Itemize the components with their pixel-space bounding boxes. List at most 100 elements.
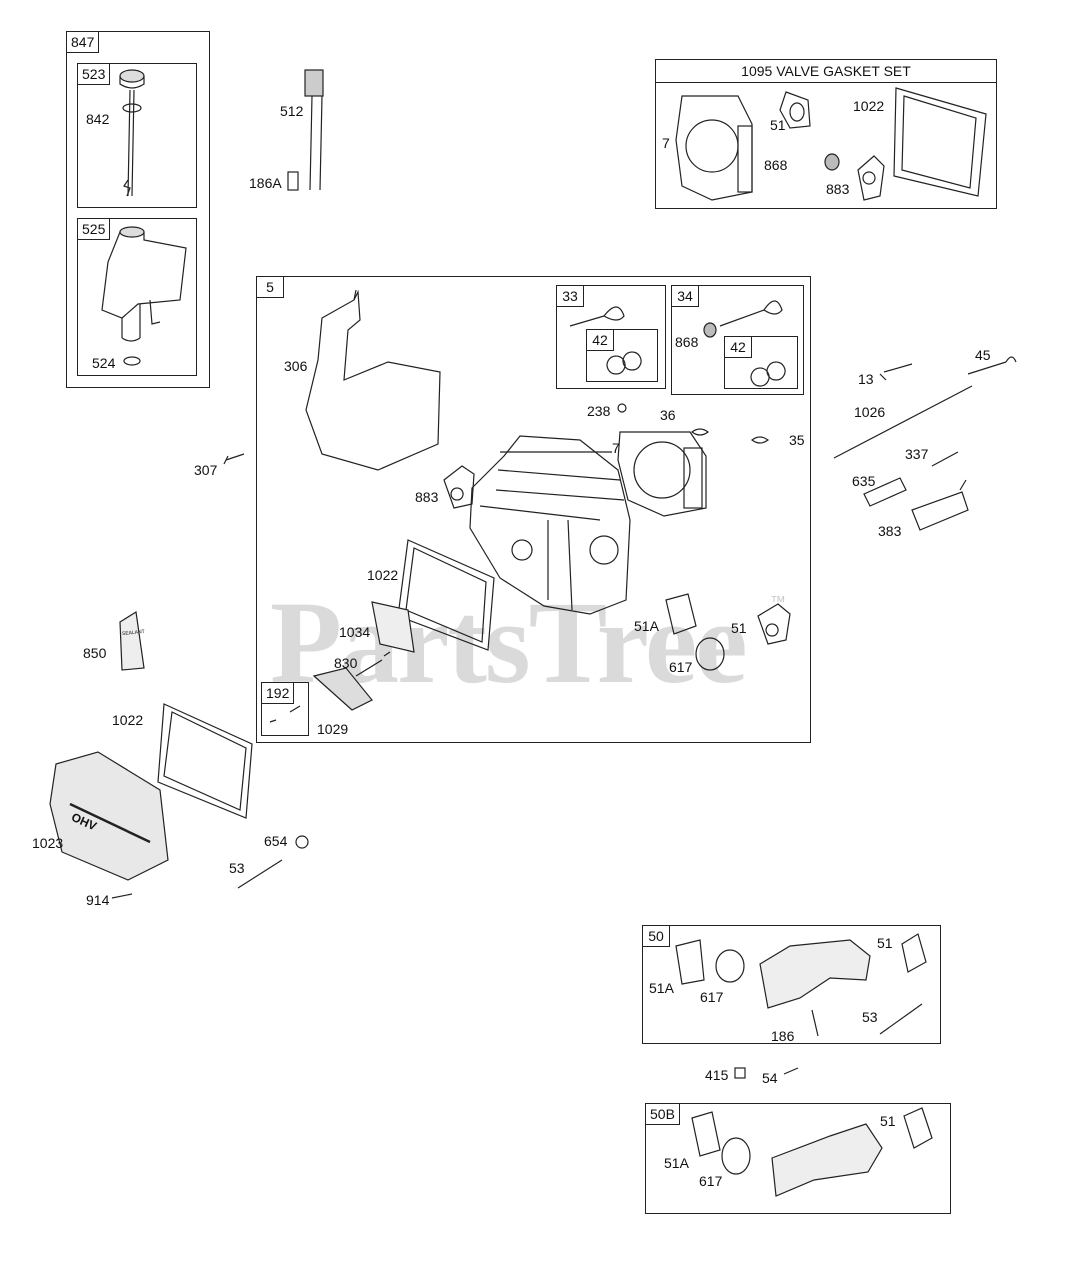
callout-7[interactable]: 7 — [612, 440, 620, 456]
group-50b-box: 50B — [645, 1103, 951, 1214]
callout-914[interactable]: 914 — [86, 892, 110, 908]
callout-g50-617[interactable]: 617 — [700, 989, 724, 1005]
valve-keepers-part-a — [606, 351, 642, 375]
group-847-tag[interactable]: 847 — [66, 31, 100, 53]
callout-238[interactable]: 238 — [587, 403, 611, 419]
group-33-tag[interactable]: 33 — [556, 285, 584, 307]
callout-gasket-set-7[interactable]: 7 — [662, 135, 670, 151]
head-gasket-part — [617, 431, 707, 517]
callout-1022-cover[interactable]: 1022 — [112, 712, 144, 728]
bolt-13-part — [879, 363, 913, 381]
valve-seal-part — [703, 322, 717, 338]
group-847-box: 847 — [66, 31, 210, 388]
sealant-tube-part — [119, 611, 145, 671]
callout-337[interactable]: 337 — [905, 446, 929, 462]
callout-g50b-51[interactable]: 51 — [880, 1113, 896, 1129]
group-50-box: 50 — [642, 925, 941, 1044]
callout-g50b-51a[interactable]: 51A — [664, 1155, 689, 1171]
callout-gasket-set-51[interactable]: 51 — [770, 117, 786, 133]
rocker-gasket-part — [397, 539, 495, 651]
callout-gasket-set-1022[interactable]: 1022 — [853, 98, 885, 114]
callout-g50-51a[interactable]: 51A — [649, 980, 674, 996]
rocker-arm-part — [312, 667, 373, 711]
valve-cover-gasket-part — [157, 703, 253, 819]
callout-35[interactable]: 35 — [789, 432, 805, 448]
gasket-set-parts — [675, 87, 987, 201]
callout-1034[interactable]: 1034 — [339, 624, 371, 640]
breather-plate-part — [371, 601, 415, 653]
push-rod-guide-45-part — [967, 356, 1017, 375]
callout-415[interactable]: 415 — [705, 1067, 729, 1083]
callout-gasket-set-868[interactable]: 868 — [764, 157, 788, 173]
callout-383[interactable]: 383 — [878, 523, 902, 539]
callout-635[interactable]: 635 — [852, 473, 876, 489]
group-42b-box: 42 — [724, 336, 798, 389]
oil-fill-tube-part — [101, 226, 187, 366]
g50b-gasket-51a-part — [691, 1111, 721, 1157]
callout-850[interactable]: 850 — [83, 645, 107, 661]
g50-stud-53-part — [879, 1003, 923, 1035]
callout-654[interactable]: 654 — [264, 833, 288, 849]
group-525-box: 525 — [77, 218, 197, 376]
group-50b-tag[interactable]: 50B — [645, 1103, 680, 1125]
nut-415-part — [734, 1067, 746, 1079]
callout-gasket-set-883[interactable]: 883 — [826, 181, 850, 197]
callout-54[interactable]: 54 — [762, 1070, 778, 1086]
group-523-tag[interactable]: 523 — [77, 63, 111, 85]
group-42a-tag[interactable]: 42 — [586, 329, 614, 351]
group-525-tag[interactable]: 525 — [77, 218, 111, 240]
group-34-tag[interactable]: 34 — [671, 285, 699, 307]
valve-springs-part — [617, 403, 770, 444]
callout-g50-53[interactable]: 53 — [862, 1009, 878, 1025]
spark-plug-337-part — [931, 451, 959, 467]
callout-g50-186[interactable]: 186 — [771, 1028, 795, 1044]
callout-306[interactable]: 306 — [284, 358, 308, 374]
callout-51[interactable]: 51 — [731, 620, 747, 636]
valve-cover-part — [49, 751, 169, 881]
callout-512[interactable]: 512 — [280, 103, 304, 119]
gasket-51-part — [757, 603, 791, 645]
callout-1026[interactable]: 1026 — [854, 404, 886, 420]
callout-524[interactable]: 524 — [92, 355, 116, 371]
nut-654-part — [295, 835, 309, 849]
g50-gasket-51a-part — [675, 939, 705, 985]
screw-set-part — [269, 705, 301, 723]
bolt-307-part — [223, 453, 245, 465]
breather-tube-part — [287, 69, 324, 191]
callout-1023[interactable]: 1023 — [32, 835, 64, 851]
g50-gasket-51-part — [901, 933, 927, 973]
callout-1029[interactable]: 1029 — [317, 721, 349, 737]
cylinder-head-part — [469, 435, 631, 615]
valve-gasket-set-title: 1095 VALVE GASKET SET — [656, 60, 996, 83]
callout-51a[interactable]: 51A — [634, 618, 659, 634]
callout-617[interactable]: 617 — [669, 659, 693, 675]
valve-cover-logo-band — [69, 802, 151, 844]
callout-53[interactable]: 53 — [229, 860, 245, 876]
group-192-tag[interactable]: 192 — [261, 682, 295, 704]
callout-13[interactable]: 13 — [858, 371, 874, 387]
group-34-box: 34 — [671, 285, 804, 395]
group-42b-tag[interactable]: 42 — [724, 336, 752, 358]
valve-gasket-set-box: 1095 VALVE GASKET SET — [655, 59, 997, 209]
callout-307[interactable]: 307 — [194, 462, 218, 478]
fitting-186-part — [811, 1009, 819, 1037]
callout-868[interactable]: 868 — [675, 334, 699, 350]
callout-186a[interactable]: 186A — [249, 175, 282, 191]
valve-keepers-part-b — [750, 361, 786, 387]
callout-842[interactable]: 842 — [86, 111, 110, 127]
dipstick-part — [119, 69, 145, 197]
g50-o-ring-part — [715, 949, 745, 983]
callout-36[interactable]: 36 — [660, 407, 676, 423]
group-5-tag[interactable]: 5 — [256, 276, 284, 298]
callout-g50b-617[interactable]: 617 — [699, 1173, 723, 1189]
g50b-o-ring-part — [721, 1137, 751, 1175]
callout-830[interactable]: 830 — [334, 655, 358, 671]
group-50-tag[interactable]: 50 — [642, 925, 670, 947]
callout-45[interactable]: 45 — [975, 347, 991, 363]
o-ring-617-part — [695, 637, 725, 671]
callout-1022[interactable]: 1022 — [367, 567, 399, 583]
callout-883[interactable]: 883 — [415, 489, 439, 505]
callout-g50-51[interactable]: 51 — [877, 935, 893, 951]
clip-383-part — [911, 479, 969, 531]
